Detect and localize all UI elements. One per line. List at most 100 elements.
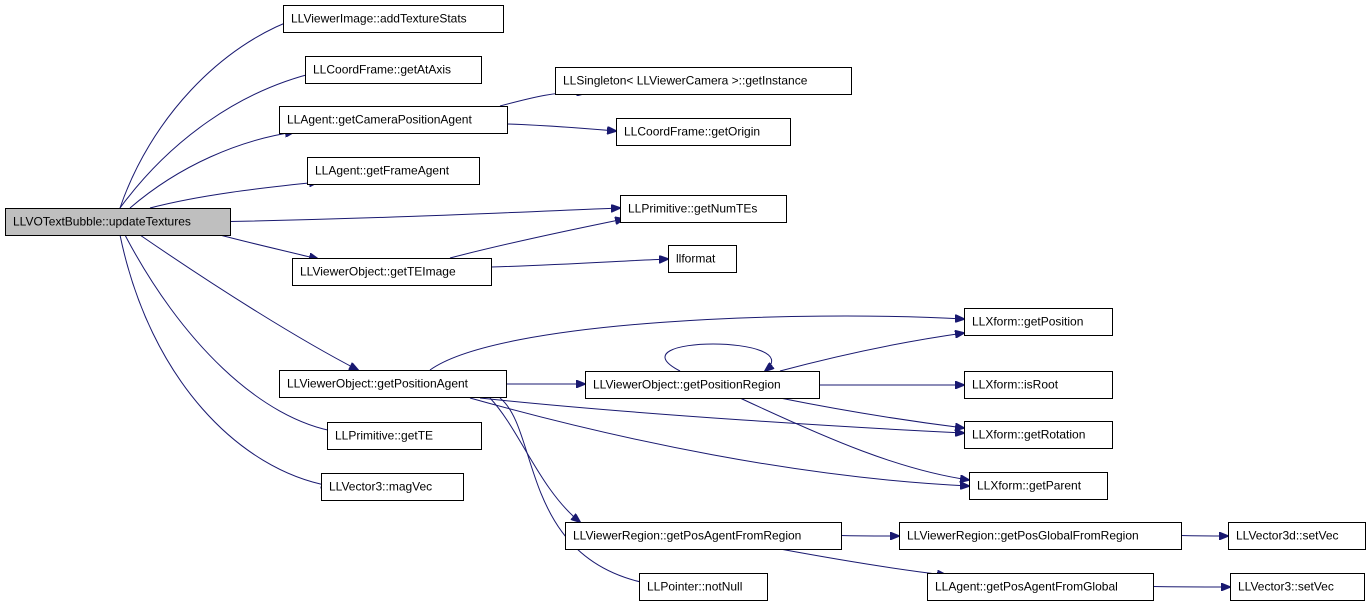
- edge-get-pos-global-from-region-to-set-vec3d: [1180, 536, 1228, 537]
- node-get-rotation[interactable]: LLXform::getRotation: [964, 421, 1113, 449]
- edge-layer: [119, 18, 1230, 588]
- node-box: [969, 472, 1108, 500]
- node-label: LLViewerObject::getTEImage: [300, 265, 456, 279]
- node-is-root[interactable]: LLXform::isRoot: [964, 371, 1113, 399]
- edge-root-to-get-camera-position-agent: [129, 132, 294, 209]
- node-label: LLVOTextBubble::updateTextures: [13, 215, 191, 229]
- node-get-camera-position-agent[interactable]: LLAgent::getCameraPositionAgent: [279, 106, 508, 134]
- edge-get-pos-agent-from-global-to-set-vec3: [1152, 587, 1230, 588]
- node-box: [565, 522, 842, 550]
- node-not-null[interactable]: LLPointer::notNull: [639, 573, 768, 601]
- node-box: [555, 67, 852, 95]
- node-llformat[interactable]: llformat: [668, 245, 737, 273]
- node-box: [927, 573, 1154, 601]
- node-label: LLXform::getRotation: [972, 428, 1085, 442]
- node-label: LLPrimitive::getNumTEs: [628, 202, 757, 216]
- node-label: LLAgent::getCameraPositionAgent: [287, 113, 472, 127]
- node-box: [964, 371, 1113, 399]
- node-box: [620, 195, 787, 223]
- node-label: LLXform::getParent: [977, 479, 1082, 493]
- edge-get-position-agent-to-not-null: [499, 397, 650, 584]
- node-box: [327, 422, 482, 450]
- node-layer: LLVOTextBubble::updateTextures LLViewerIm…: [5, 5, 1366, 601]
- node-label: llformat: [676, 252, 716, 266]
- node-get-teimage[interactable]: LLViewerObject::getTEImage: [292, 258, 492, 286]
- node-box: [5, 208, 231, 236]
- node-label: LLAgent::getFrameAgent: [315, 164, 450, 178]
- node-label: LLXform::isRoot: [972, 378, 1059, 392]
- node-box: [964, 421, 1113, 449]
- edge-get-camera-position-agent-to-get-origin: [506, 123, 616, 131]
- edge-get-position-agent-to-get-pos-agent-from-region: [489, 397, 580, 522]
- node-label: LLViewerObject::getPositionAgent: [287, 377, 469, 391]
- edge-get-position-agent-to-get-position: [429, 316, 964, 371]
- node-label: LLSingleton< LLViewerCamera >::getInstan…: [563, 74, 808, 88]
- node-box: [585, 371, 820, 399]
- edge-root-to-get-teimage: [219, 234, 318, 259]
- node-label: LLXform::getPosition: [972, 315, 1083, 329]
- edge-get-position-agent-to-get-rotation: [479, 397, 964, 433]
- node-label: LLViewerRegion::getPosGlobalFromRegion: [907, 529, 1139, 543]
- node-get-pos-agent-from-global[interactable]: LLAgent::getPosAgentFromGlobal: [927, 573, 1154, 601]
- edge-root-to-add-texture-stats: [119, 18, 298, 209]
- node-root[interactable]: LLVOTextBubble::updateTextures: [5, 208, 231, 236]
- node-get-instance[interactable]: LLSingleton< LLViewerCamera >::getInstan…: [555, 67, 852, 95]
- edge-root-to-get-position-agent: [139, 234, 358, 370]
- node-get-position-region[interactable]: LLViewerObject::getPositionRegion: [585, 371, 820, 399]
- edge-get-position-agent-to-get-parent: [469, 397, 969, 486]
- node-label: LLCoordFrame::getAtAxis: [313, 63, 451, 77]
- node-label: LLViewerRegion::getPosAgentFromRegion: [573, 529, 801, 543]
- edge-get-pos-agent-from-region-to-get-pos-global-from-region: [840, 536, 899, 537]
- edge-root-to-get-frame-agent: [149, 182, 318, 209]
- edge-root-to-get-at-axis: [119, 72, 318, 209]
- node-label: LLVector3::magVec: [329, 480, 432, 494]
- node-set-vec3[interactable]: LLVector3::setVec: [1230, 573, 1365, 601]
- node-label: LLVector3d::setVec: [1236, 529, 1339, 543]
- node-box: [1228, 522, 1366, 550]
- node-get-parent[interactable]: LLXform::getParent: [969, 472, 1108, 500]
- node-label: LLAgent::getPosAgentFromGlobal: [935, 580, 1118, 594]
- node-label: LLViewerImage::addTextureStats: [291, 12, 467, 26]
- edge-get-teimage-to-get-num-tes: [449, 219, 624, 259]
- node-label: LLPointer::notNull: [647, 580, 742, 594]
- node-box: [616, 118, 791, 146]
- node-label: LLViewerObject::getPositionRegion: [593, 378, 781, 392]
- node-box: [668, 245, 737, 273]
- node-box: [279, 106, 508, 134]
- edge-get-teimage-to-llformat: [490, 259, 668, 268]
- node-box: [639, 573, 768, 601]
- edge-root-to-get-te: [124, 234, 338, 432]
- node-box: [1230, 573, 1365, 601]
- node-get-position[interactable]: LLXform::getPosition: [964, 308, 1113, 336]
- node-mag-vec[interactable]: LLVector3::magVec: [321, 473, 464, 501]
- edge-get-position-region-to-get-position-region: [664, 343, 772, 371]
- node-get-frame-agent[interactable]: LLAgent::getFrameAgent: [307, 157, 480, 185]
- edge-get-pos-agent-from-region-to-get-pos-agent-from-global: [779, 548, 946, 575]
- node-get-at-axis[interactable]: LLCoordFrame::getAtAxis: [305, 56, 482, 84]
- node-box: [321, 473, 464, 501]
- node-get-position-agent[interactable]: LLViewerObject::getPositionAgent: [279, 370, 507, 398]
- node-label: LLCoordFrame::getOrigin: [624, 125, 760, 139]
- node-get-num-tes[interactable]: LLPrimitive::getNumTEs: [620, 195, 787, 223]
- node-add-texture-stats[interactable]: LLViewerImage::addTextureStats: [283, 5, 504, 33]
- node-box: [305, 56, 482, 84]
- node-get-pos-agent-from-region[interactable]: LLViewerRegion::getPosAgentFromRegion: [565, 522, 842, 550]
- node-label: LLPrimitive::getTE: [335, 429, 433, 443]
- edge-get-position-region-to-get-rotation: [779, 397, 964, 428]
- edge-root-to-mag-vec: [119, 234, 330, 486]
- edge-root-to-get-num-tes: [229, 208, 620, 222]
- node-box: [899, 522, 1182, 550]
- node-get-pos-global-from-region[interactable]: LLViewerRegion::getPosGlobalFromRegion: [899, 522, 1182, 550]
- node-get-origin[interactable]: LLCoordFrame::getOrigin: [616, 118, 791, 146]
- edge-get-position-region-to-get-position: [779, 333, 964, 372]
- node-box: [964, 308, 1113, 336]
- node-box: [292, 258, 492, 286]
- node-label: LLVector3::setVec: [1238, 580, 1334, 594]
- node-box: [307, 157, 480, 185]
- node-box: [283, 5, 504, 33]
- node-get-te[interactable]: LLPrimitive::getTE: [327, 422, 482, 450]
- node-box: [279, 370, 507, 398]
- node-set-vec3d[interactable]: LLVector3d::setVec: [1228, 522, 1366, 550]
- edge-get-position-region-to-get-parent: [739, 397, 969, 480]
